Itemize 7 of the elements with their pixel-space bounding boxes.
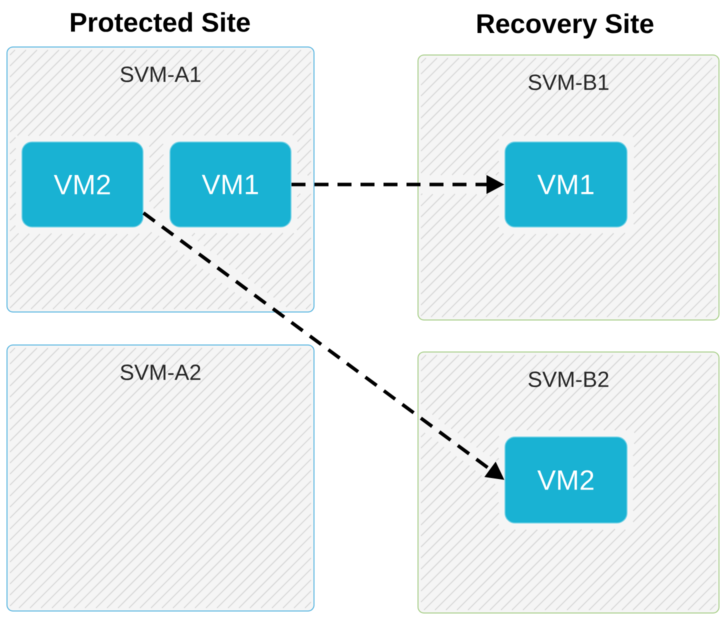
svm-box: SVM-A2 xyxy=(6,344,314,612)
site-heading: Recovery Site xyxy=(478,13,654,39)
vm-box: VM1 xyxy=(170,142,292,228)
vm-box: VM1 xyxy=(504,142,628,228)
site-heading: Protected Site xyxy=(71,12,250,32)
vm-box: VM2 xyxy=(22,142,144,228)
vm-box: VM2 xyxy=(504,436,628,524)
